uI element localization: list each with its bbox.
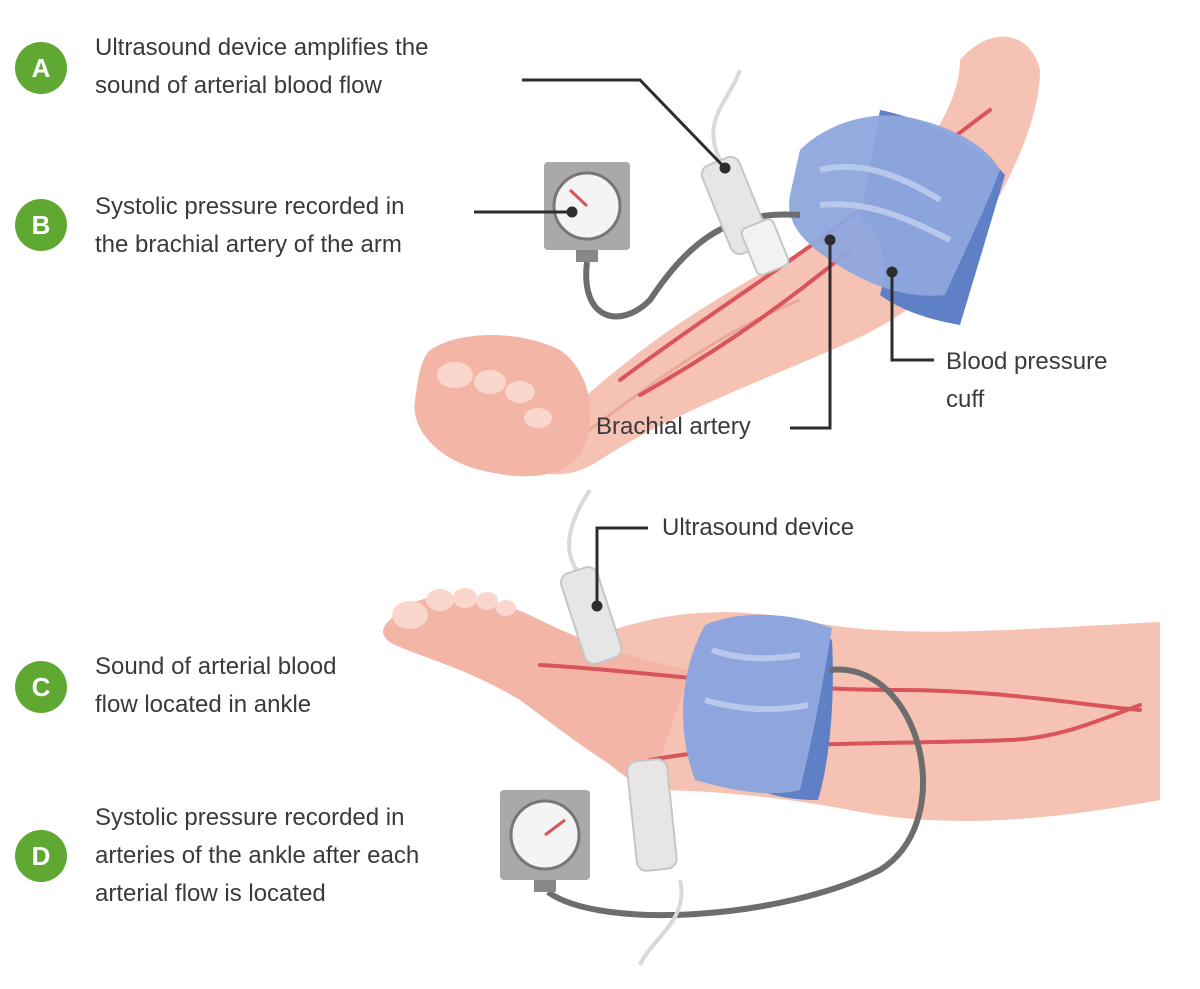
step-a-badge: A xyxy=(15,42,67,94)
cuff-label: Blood pressure cuff xyxy=(946,343,1107,419)
step-b-line-2: the brachial artery of the arm xyxy=(95,231,402,258)
step-d-line-3: arterial flow is located xyxy=(95,880,326,907)
step-a-caption: Ultrasound device amplifies the sound of… xyxy=(95,29,429,105)
step-b-badge: B xyxy=(15,199,67,251)
leg-ultrasound-probe-bottom xyxy=(626,758,684,966)
step-c-badge: C xyxy=(15,661,67,713)
arm-pressure-gauge xyxy=(544,162,630,262)
foot xyxy=(383,588,690,790)
leader-lines xyxy=(474,78,934,612)
step-d-caption: Systolic pressure recorded in arteries o… xyxy=(95,799,419,913)
leader-line-a xyxy=(522,78,727,170)
leader-line-cuff xyxy=(890,272,934,362)
step-b-caption: Systolic pressure recorded in the brachi… xyxy=(95,188,404,264)
step-c-line-1: Sound of arterial blood xyxy=(95,653,337,680)
ultrasound-device-label: Ultrasound device xyxy=(662,514,855,541)
brachial-artery-label: Brachial artery xyxy=(596,413,751,440)
step-c-caption: Sound of arterial blood flow located in … xyxy=(95,648,337,724)
fist xyxy=(414,335,591,477)
step-c-line-2: flow located in ankle xyxy=(95,691,312,718)
step-d-line-1: Systolic pressure recorded in xyxy=(95,804,405,831)
step-b-line-1: Systolic pressure recorded in xyxy=(95,193,405,220)
step-d-badge: D xyxy=(15,830,67,882)
step-a-line-2: sound of arterial blood flow xyxy=(95,72,382,99)
step-a-line-1: Ultrasound device amplifies the xyxy=(95,34,429,61)
cuff-label-line-2: cuff xyxy=(946,386,985,413)
leg-cuff xyxy=(683,614,833,800)
cuff-label-line-1: Blood pressure xyxy=(946,348,1108,375)
leader-line-ultrasound xyxy=(595,526,648,606)
step-d-line-2: arteries of the ankle after each xyxy=(95,842,420,869)
leg-gauge-hose xyxy=(546,666,927,919)
arm-ultrasound-probe xyxy=(700,69,790,276)
leader-line-brachial xyxy=(790,240,832,430)
leg-ultrasound-probe-top xyxy=(560,488,623,665)
leg-pressure-gauge xyxy=(500,790,590,892)
